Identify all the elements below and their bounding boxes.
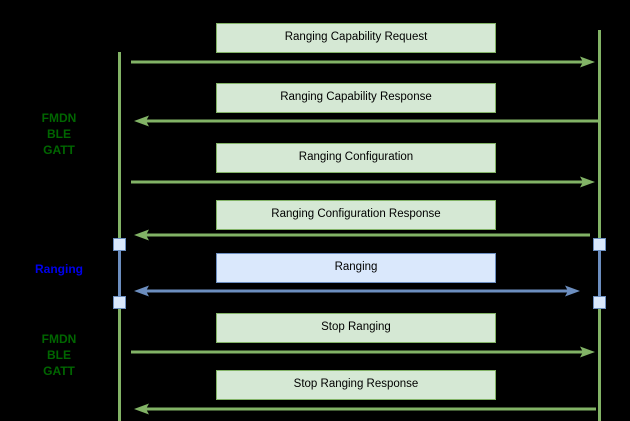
message-arrow-stop-ranging-response <box>134 402 596 416</box>
message-arrow-ranging-configuration-response <box>134 228 590 242</box>
activation-endcap-left-top <box>113 238 126 251</box>
phase-label-fmdn-ble-gatt-bottom: FMDN BLE GATT <box>41 332 77 378</box>
message-arrow-stop-ranging <box>131 345 595 359</box>
message-box-ranging-configuration-response: Ranging Configuration Response <box>216 200 496 230</box>
message-box-stop-ranging: Stop Ranging <box>216 313 496 343</box>
lifeline-left-upper <box>118 52 121 240</box>
activation-bar-right-ranging <box>598 240 601 304</box>
message-arrow-ranging-capability-request <box>131 55 595 69</box>
activation-endcap-right-top <box>593 238 606 251</box>
message-box-ranging-capability-request: Ranging Capability Request <box>216 23 496 53</box>
activation-endcap-right-bottom <box>593 296 606 309</box>
lifeline-left-lower <box>118 304 121 421</box>
phase-label-fmdn-ble-gatt-top: FMDN BLE GATT <box>41 111 77 157</box>
message-arrow-ranging-bidirectional <box>134 284 580 298</box>
phase-label-ranging: Ranging <box>35 262 83 276</box>
message-arrow-ranging-configuration <box>131 175 595 189</box>
activation-bar-left-ranging <box>118 240 121 304</box>
lifeline-right-lower <box>598 304 601 421</box>
message-box-ranging-capability-response: Ranging Capability Response <box>216 83 496 113</box>
message-arrow-ranging-capability-response <box>134 114 598 128</box>
message-box-ranging-configuration: Ranging Configuration <box>216 143 496 173</box>
activation-endcap-left-bottom <box>113 296 126 309</box>
lifeline-right-upper <box>598 30 601 240</box>
message-box-stop-ranging-response: Stop Ranging Response <box>216 370 496 400</box>
message-box-ranging: Ranging <box>216 253 496 283</box>
